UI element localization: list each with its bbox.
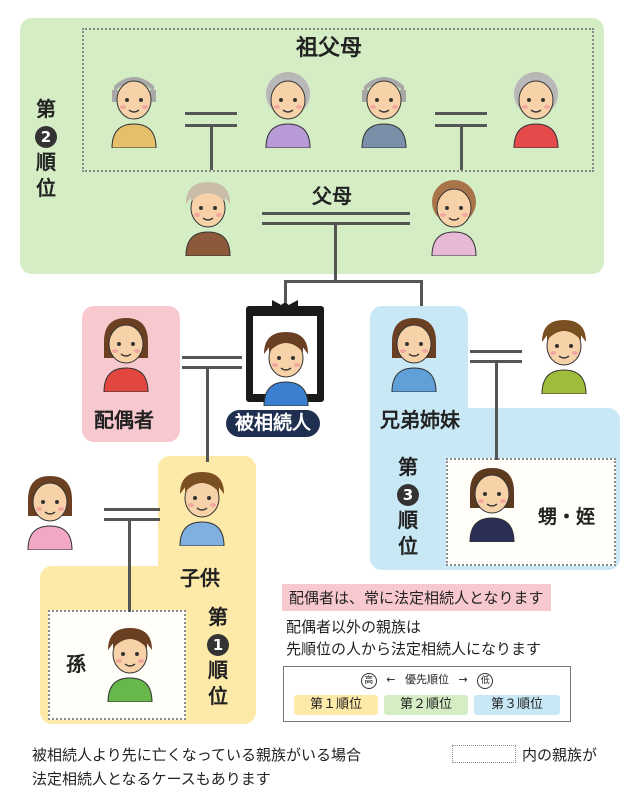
child-icon <box>172 466 232 550</box>
sibling-marriage-line-top <box>470 350 522 353</box>
spouse-marriage-line-top <box>182 356 242 359</box>
dotted-box-sample <box>452 745 516 763</box>
legend-rank1: 第１順位 <box>294 695 378 715</box>
grandparents-1-marriage-line-top <box>185 112 237 115</box>
rank-number-badge: 3 <box>397 484 419 506</box>
bottom-note-line1-b: 内の親族が <box>522 746 598 764</box>
bottom-note-line2: 法定相続人となるケースもあります <box>32 770 271 788</box>
legend-rank2: 第２順位 <box>384 695 468 715</box>
spouse-marriage-line-bottom <box>182 366 242 369</box>
sibling-to-nephew-line <box>495 360 498 460</box>
grandfather-2-icon <box>354 68 414 152</box>
child-marriage-line-bottom <box>104 518 160 521</box>
sibling-icon <box>384 312 444 396</box>
child-to-grandchild-line <box>128 518 131 612</box>
legend-rank3: 第３順位 <box>474 695 560 715</box>
spouse-icon <box>96 312 156 396</box>
father-icon <box>178 176 238 260</box>
grandmother-2-icon <box>506 68 566 152</box>
parents-label: 父母 <box>312 184 352 208</box>
spouse-label: 配偶者 <box>94 408 154 432</box>
third-rank-label: 第 3 順 位 <box>397 455 419 558</box>
sibling-spouse-icon <box>534 314 594 398</box>
parents-to-children-line <box>334 222 337 282</box>
grandparents-2-marriage-line-top <box>435 112 487 115</box>
priority-title: 優先順位 <box>405 673 449 686</box>
nephew-niece-label: 甥・姪 <box>538 506 596 528</box>
mother-icon <box>424 176 484 260</box>
grandparents-2-to-mother-line <box>460 124 463 170</box>
grandchild-icon <box>100 622 160 706</box>
grandparents-1-to-father-line <box>210 124 213 170</box>
other-relatives-note-2: 先順位の人から法定相続人になります <box>286 640 542 658</box>
sibling-drop-line <box>420 280 423 306</box>
second-rank-label: 第 2 順 位 <box>35 97 57 200</box>
priority-legend: 高 ← 優先順位 → 低 第１順位 第２順位 第３順位 <box>283 666 571 722</box>
child-spouse-icon <box>20 470 80 554</box>
low-priority-badge: 低 <box>477 673 494 689</box>
grandfather-1-icon <box>104 68 164 152</box>
deceased-drop-line <box>284 280 287 304</box>
rank-number-badge: 2 <box>35 126 57 148</box>
grandparents-label: 祖父母 <box>296 36 363 61</box>
mourning-ribbon-icon <box>272 300 298 314</box>
children-label: 子供 <box>180 566 220 590</box>
deceased-portrait-icon <box>256 326 316 410</box>
child-marriage-line-top <box>104 508 160 511</box>
high-priority-badge: 高 <box>360 673 377 689</box>
nephew-niece-icon <box>462 462 522 546</box>
other-relatives-note-1: 配偶者以外の親族は <box>286 618 422 636</box>
deceased-label: 被相続人 <box>226 410 321 437</box>
spouse-always-note: 配偶者は、常に法定相続人となります <box>282 584 551 611</box>
siblings-label: 兄弟姉妹 <box>380 408 460 432</box>
grandchild-label: 孫 <box>66 652 86 676</box>
deceased-to-child-line <box>206 366 209 462</box>
parents-marriage-line-top <box>262 212 410 215</box>
grandmother-1-icon <box>258 68 318 152</box>
bottom-note-line1-a: 被相続人より先に亡くなっている親族がいる場合 <box>32 746 361 764</box>
rank-number-badge: 1 <box>207 634 229 656</box>
grandparents-dotted-box <box>82 28 594 172</box>
children-horizontal-line <box>284 280 422 283</box>
first-rank-label: 第 1 順 位 <box>207 605 229 708</box>
